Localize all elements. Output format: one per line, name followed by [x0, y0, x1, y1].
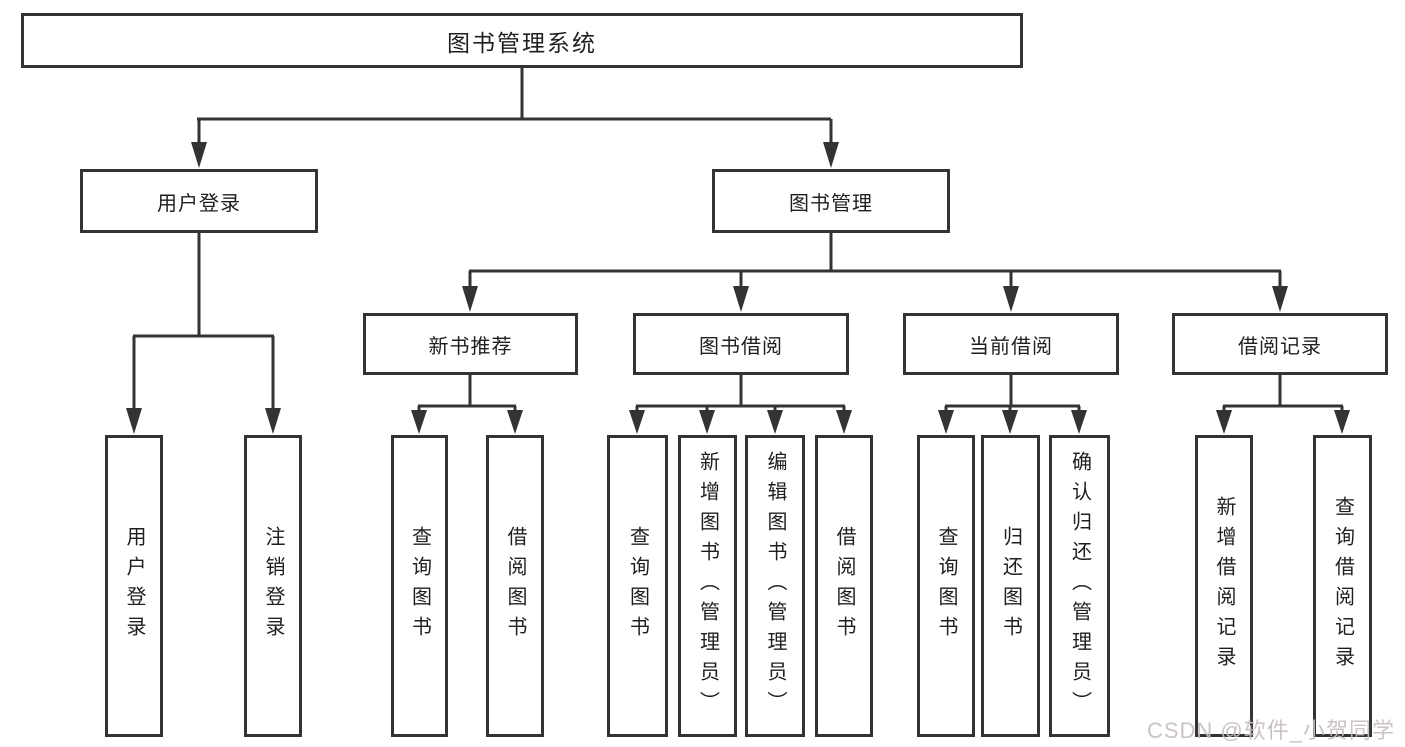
node-new-book-recommend: 新书推荐: [363, 313, 578, 375]
leaf-borrow-add-books-admin: 新增图书（管理员）: [678, 435, 737, 737]
node-label: 编辑图书（管理员）: [764, 451, 786, 721]
node-label: 归还图书: [999, 526, 1022, 646]
leaf-current-return-books: 归还图书: [981, 435, 1040, 737]
leaf-logout: 注销登录: [244, 435, 302, 737]
node-label: 借阅图书: [504, 526, 526, 646]
leaf-borrow-borrow-books: 借阅图书: [815, 435, 873, 737]
node-book-borrow: 图书借阅: [633, 313, 849, 375]
node-borrow-records: 借阅记录: [1172, 313, 1388, 375]
node-label: 借阅图书: [833, 526, 855, 646]
leaf-borrow-edit-books-admin: 编辑图书（管理员）: [745, 435, 805, 737]
node-label: 查询图书: [408, 526, 431, 646]
node-label: 新增借阅记录: [1213, 496, 1235, 676]
node-label: 确认归还（管理员）: [1068, 451, 1091, 721]
node-library-management-system: 图书管理系统: [21, 13, 1023, 68]
node-label: 查询图书: [626, 526, 649, 646]
node-current-borrow: 当前借阅: [903, 313, 1119, 375]
node-label: 查询借阅记录: [1331, 496, 1354, 676]
leaf-newbook-query-books: 查询图书: [391, 435, 448, 737]
node-book-management: 图书管理: [712, 169, 950, 233]
leaf-current-confirm-return-admin: 确认归还（管理员）: [1049, 435, 1110, 737]
leaf-newbook-borrow-books: 借阅图书: [486, 435, 544, 737]
node-label: 用户登录: [123, 526, 145, 646]
node-label: 查询图书: [935, 526, 957, 646]
leaf-records-query-record: 查询借阅记录: [1313, 435, 1372, 737]
leaf-borrow-query-books: 查询图书: [607, 435, 668, 737]
csdn-watermark: CSDN @软件_小贺同学: [1146, 718, 1395, 743]
node-user-login: 用户登录: [80, 169, 318, 233]
node-label: 注销登录: [262, 526, 284, 646]
leaf-user-login: 用户登录: [105, 435, 163, 737]
leaf-records-add-record: 新增借阅记录: [1195, 435, 1253, 737]
node-label: 新增图书（管理员）: [696, 451, 719, 721]
leaf-current-query-books: 查询图书: [917, 435, 975, 737]
